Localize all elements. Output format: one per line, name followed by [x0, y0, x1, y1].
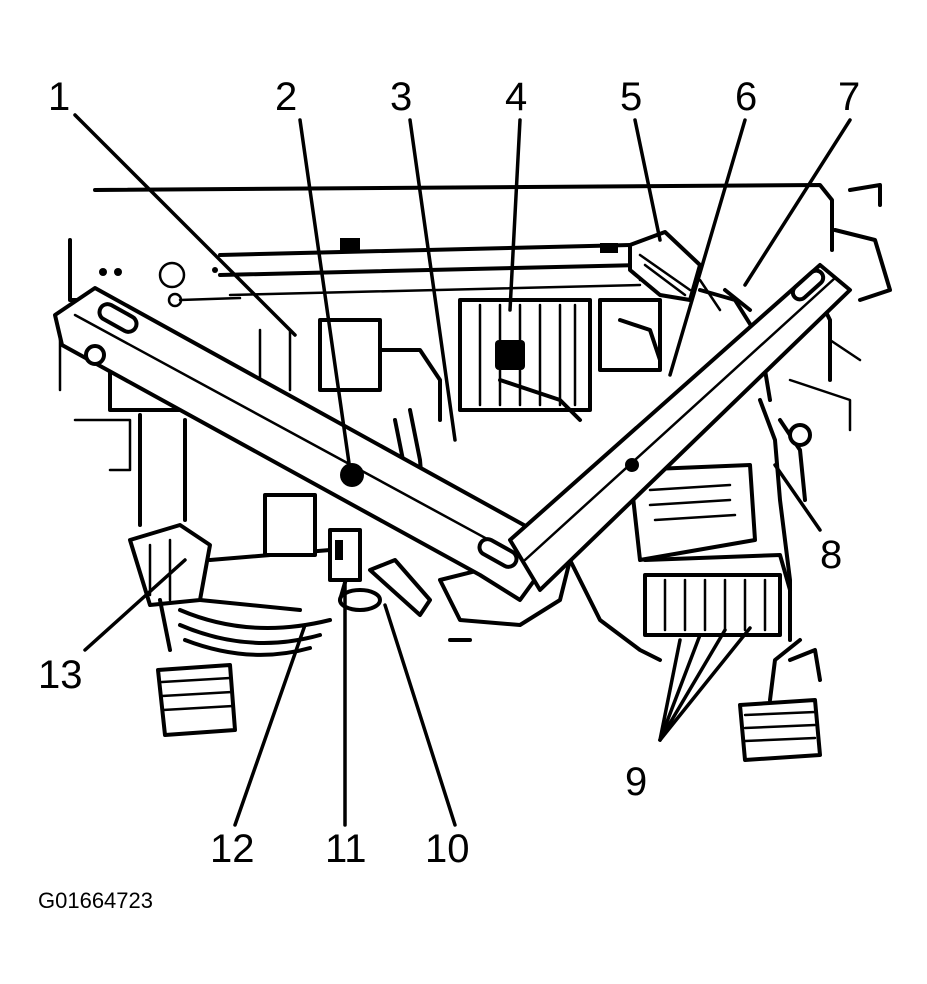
leader-lines [73, 113, 852, 827]
dash-panel-drawing [58, 183, 892, 762]
callout-6: 6 [735, 75, 757, 119]
callout-3: 3 [390, 75, 412, 119]
callout-12: 12 [210, 827, 255, 871]
callout-10: 10 [425, 827, 470, 871]
callout-11: 11 [325, 827, 367, 871]
callout-1: 1 [48, 75, 70, 119]
figure-id: G01664723 [38, 888, 153, 913]
callout-8: 8 [820, 533, 842, 577]
callout-4: 4 [505, 75, 527, 119]
callout-9: 9 [625, 760, 647, 804]
callout-5: 5 [620, 75, 642, 119]
callout-13: 13 [38, 653, 83, 697]
callout-labels: 1 2 3 4 5 6 7 8 9 10 11 12 13 [38, 75, 860, 871]
cross-braces [53, 263, 852, 602]
callout-2: 2 [275, 75, 297, 119]
callout-7: 7 [838, 75, 860, 119]
